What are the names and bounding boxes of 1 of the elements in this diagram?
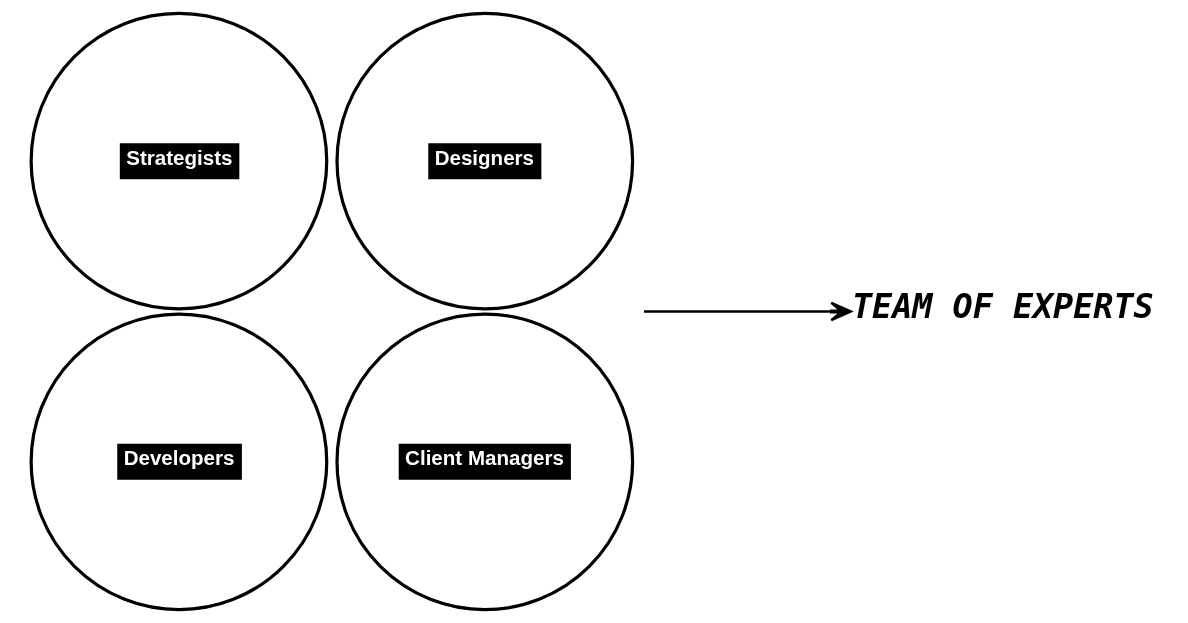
node-text: TEAM OF EXPERTS — [851, 287, 1154, 327]
